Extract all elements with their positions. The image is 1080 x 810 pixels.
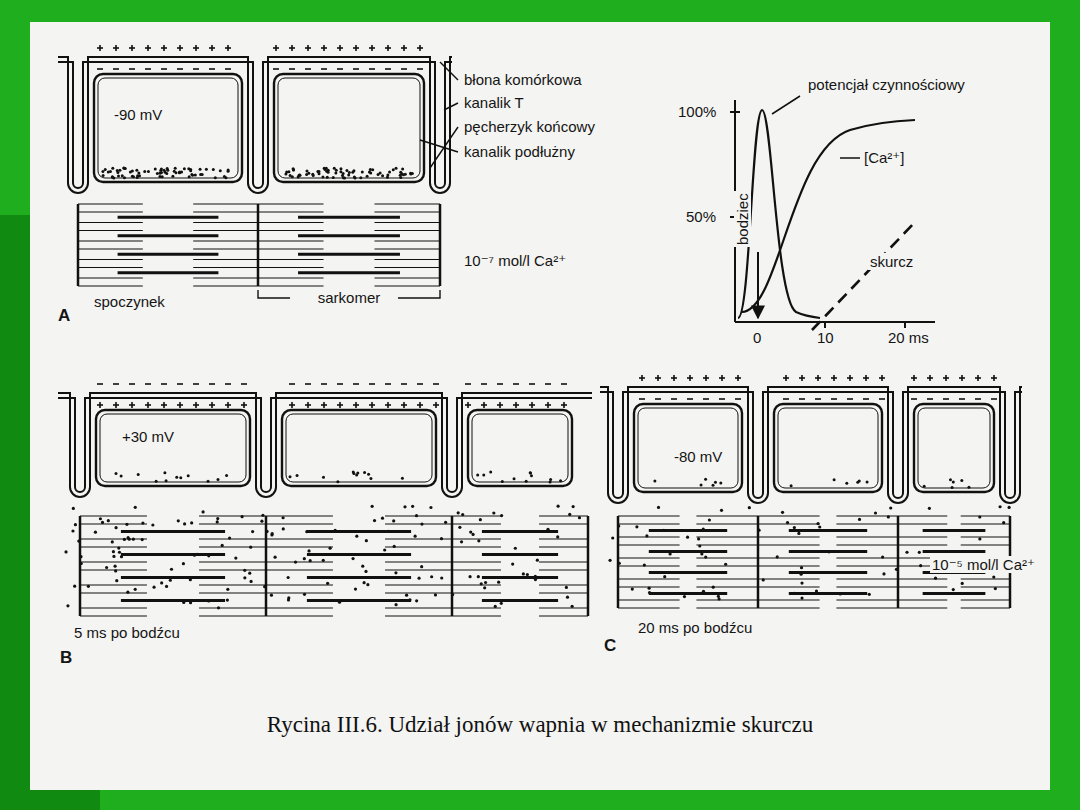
leader-lines	[258, 62, 458, 298]
figure-label: bodziec	[734, 191, 751, 247]
figure-label: -80 mV	[672, 448, 724, 465]
figure-label: sarkomer	[316, 289, 383, 306]
figure-label: 100%	[676, 103, 718, 120]
figure-label: 20 ms po bodźcu	[636, 619, 754, 636]
figure-label: C	[602, 636, 618, 656]
figure-label: B	[58, 648, 74, 668]
figure-label: A	[56, 306, 72, 326]
figure-label: skurcz	[868, 253, 915, 270]
figure-label: 5 ms po bodźcu	[72, 624, 182, 641]
figure-label: 20 ms	[886, 329, 931, 346]
muscle-fiber-a	[58, 45, 452, 286]
figure-label: spoczynek	[92, 293, 167, 310]
figure-caption: Rycina III.6. Udział jonów wapnia w mech…	[30, 712, 1050, 738]
figure-label: potencjał czynnościowy	[806, 76, 967, 93]
figure-label: 50%	[684, 208, 718, 225]
figure-label: pęcherzyk końcowy	[462, 118, 597, 135]
figure-label: 10⁻⁵ mol/l Ca²⁺	[930, 556, 1037, 573]
figure-label: kanalik T	[462, 94, 526, 111]
figure-label: błona komórkowa	[462, 71, 584, 88]
muscle-fiber-b	[58, 384, 592, 616]
figure-label: 0	[751, 329, 763, 346]
figure-label: +30 mV	[120, 428, 176, 445]
figure-label: -90 mV	[112, 106, 164, 123]
figure-label: kanalik podłużny	[462, 143, 577, 160]
figure-label: 10	[815, 329, 836, 346]
figure-label: [Ca²⁺]	[862, 149, 906, 166]
figure-label: 10⁻⁷ mol/l Ca²⁺	[462, 252, 568, 269]
graph	[730, 96, 935, 330]
